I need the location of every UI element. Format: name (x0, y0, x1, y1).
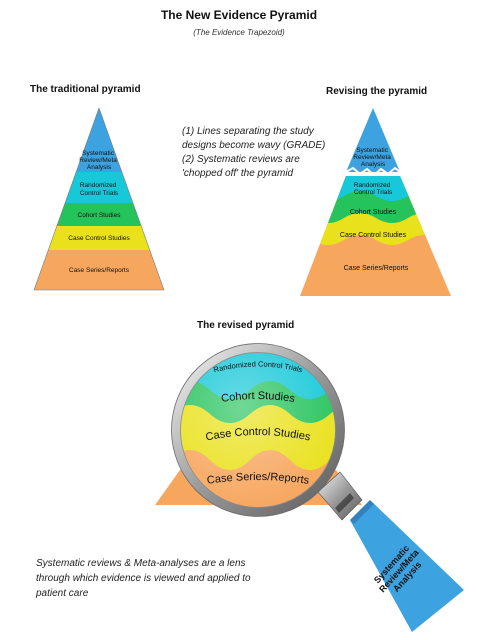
lens-handle-blade (350, 500, 464, 632)
lens-handle (317, 471, 464, 632)
page-title: The New Evidence Pyramid (160, 8, 318, 22)
rev-label-rct: Randomized Control Trials (354, 182, 393, 196)
revised-label-cs: Case Series/Reports (206, 471, 310, 487)
note-2: (2) Systematic reviews are 'chopped off'… (182, 154, 300, 179)
lens-caption: Systematic reviews & Meta-analyses are a… (36, 558, 251, 599)
revising-top (346, 108, 400, 172)
revised-label-cohort: Cohort Studies (220, 390, 296, 405)
traditional-pyramid (34, 108, 164, 290)
trad-label-sr: Systematic Review/Meta Analysis (79, 150, 118, 171)
trad-label-rct: Randomized Control Trials (80, 182, 119, 197)
revising-heading: Revising the pyramid (326, 86, 428, 97)
revised-heading: The revised pyramid (197, 320, 295, 331)
revised-label-cc: Case Control Studies (205, 426, 312, 444)
lens-rim (171, 343, 345, 517)
rev-label-cc: Case Control Studies (340, 232, 407, 239)
rev-label-cs: Case Series/Reports (344, 265, 409, 272)
trad-band-cs (34, 250, 164, 290)
note-1: (1) Lines separating the study designs b… (182, 126, 326, 151)
rev-label-cohort: Cohort Studies (350, 209, 397, 216)
notes-list: (1) Lines separating the study designs b… (182, 125, 342, 181)
rev-label-sr: Systematic Review/Meta Analysis (353, 147, 392, 168)
trad-label-cc: Case Control Studies (68, 235, 130, 242)
trad-label-cs: Case Series/Reports (69, 267, 130, 274)
trad-label-cohort: Cohort Studies (78, 212, 122, 219)
traditional-heading: The traditional pyramid (30, 84, 141, 95)
page-subtitle: (The Evidence Trapezoid) (193, 28, 285, 37)
trad-band-cohort (34, 203, 164, 226)
